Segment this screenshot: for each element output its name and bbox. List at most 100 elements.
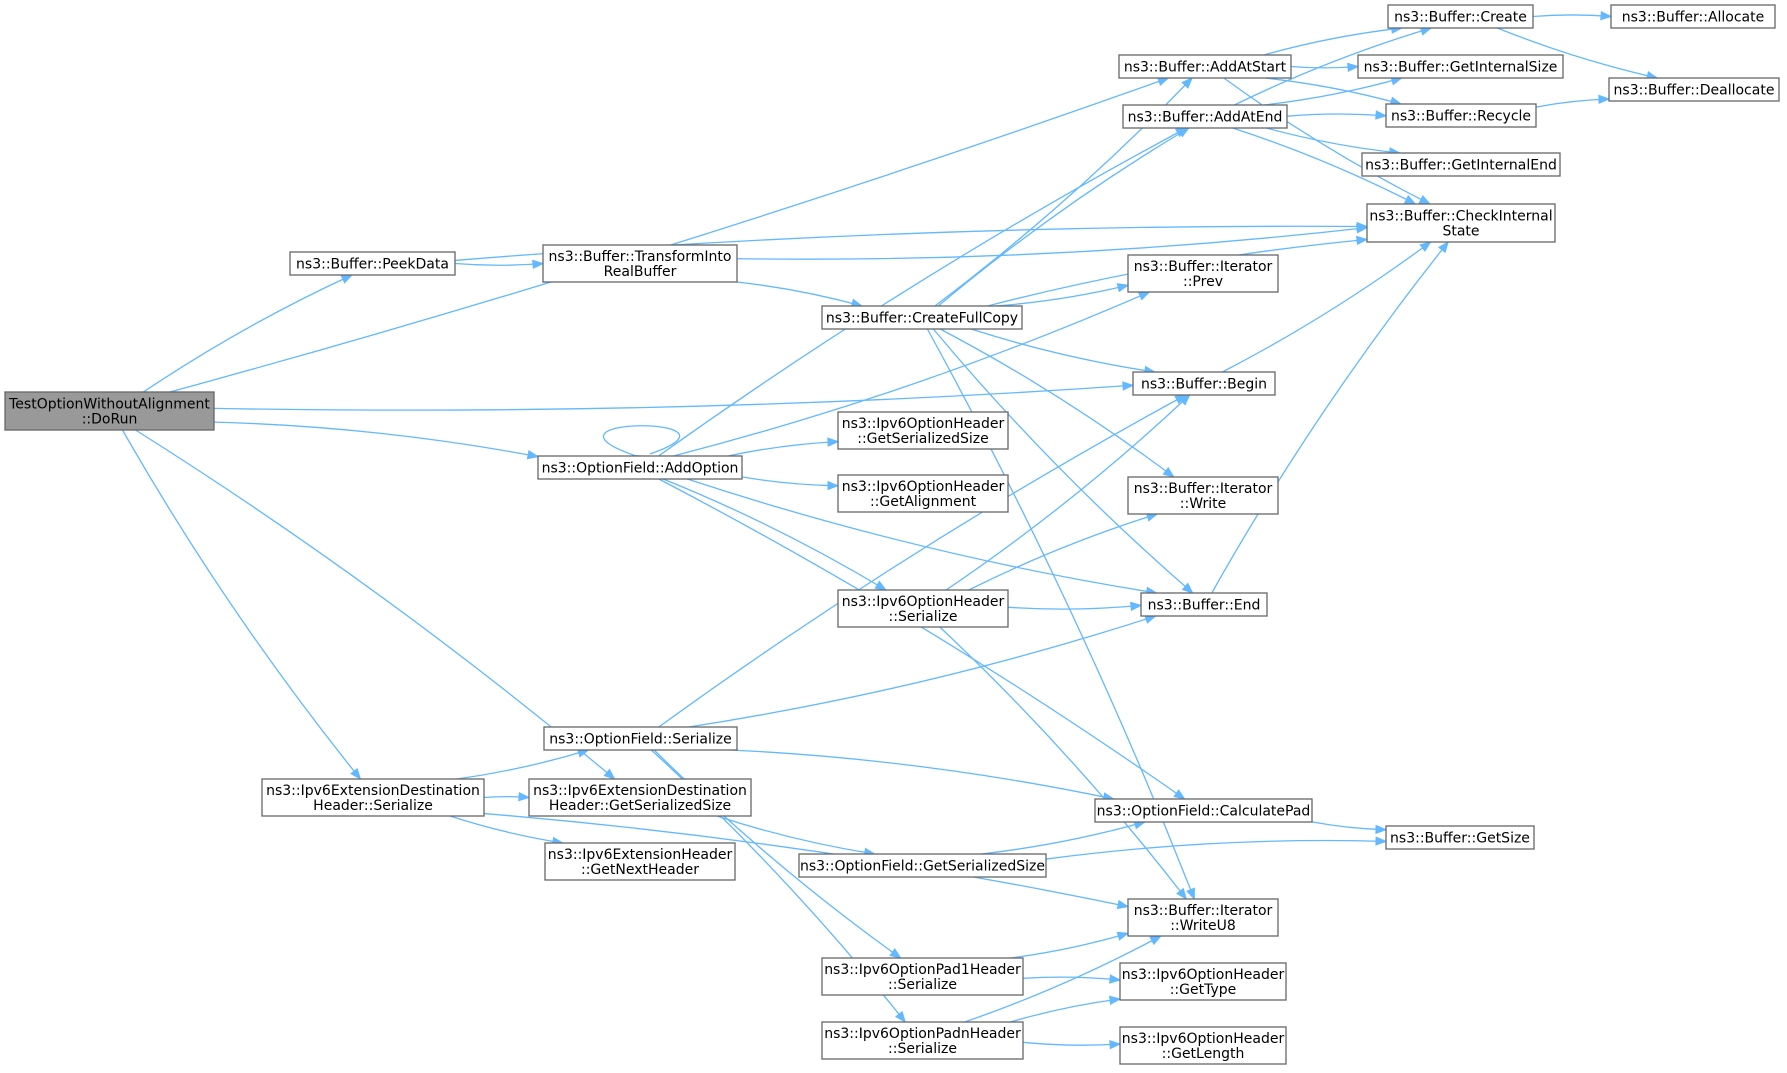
edge-addoption-to-oh_align-arrowhead <box>827 480 840 491</box>
edge-addatend-to-getinternalsize <box>1263 77 1402 106</box>
node-box-dorun[interactable] <box>4 391 215 431</box>
node-addatstart[interactable]: ns3::Buffer::AddAtStart <box>1118 54 1292 79</box>
edge-addatend-to-recycle <box>1286 113 1387 117</box>
node-box-addatend[interactable] <box>1122 104 1288 129</box>
node-box-of_ser[interactable] <box>543 726 738 751</box>
node-label-getlength-line2: ::GetLength <box>1162 1046 1245 1062</box>
node-label-dorun-line2: ::DoRun <box>82 412 138 428</box>
edge-extdest_ser-to-writeu8 <box>483 812 1129 908</box>
edge-dorun-to-extdest_ser <box>121 429 361 780</box>
node-label-of_ser: ns3::OptionField::Serialize <box>549 732 731 748</box>
node-box-gettype[interactable] <box>1119 962 1287 1001</box>
node-label-getinternalend: ns3::Buffer::GetInternalEnd <box>1365 158 1557 174</box>
node-box-transform[interactable] <box>542 244 738 283</box>
edge-oh_ser-to-end <box>1007 604 1142 610</box>
edge-begin-to-checkinternal <box>1222 241 1431 373</box>
node-box-oh_ser[interactable] <box>837 589 1009 628</box>
node-begin[interactable]: ns3::Buffer::Begin <box>1132 371 1276 396</box>
edge-recycle-to-deallocate-arrowhead <box>1598 94 1611 105</box>
node-box-pad1[interactable] <box>821 957 1024 996</box>
node-oh_ser[interactable]: ns3::Ipv6OptionHeader::Serialize <box>837 589 1009 628</box>
node-box-getlength[interactable] <box>1119 1026 1287 1065</box>
edge-addoption-to-itprev <box>673 291 1150 457</box>
node-box-itwrite[interactable] <box>1127 476 1279 515</box>
node-box-oh_size[interactable] <box>837 411 1009 450</box>
node-calcpad[interactable]: ns3::OptionField::CalculatePad <box>1094 798 1313 823</box>
node-box-createfull[interactable] <box>821 305 1023 330</box>
node-box-getinternalsize[interactable] <box>1357 54 1564 79</box>
edge-padn-to-gettype <box>1010 998 1121 1023</box>
node-box-allocate[interactable] <box>1610 4 1776 29</box>
node-getlength[interactable]: ns3::Ipv6OptionHeader::GetLength <box>1119 1026 1287 1065</box>
node-oh_align[interactable]: ns3::Ipv6OptionHeader::GetAlignment <box>837 474 1009 513</box>
node-extdest_ser[interactable]: ns3::Ipv6ExtensionDestinationHeader::Ser… <box>261 778 485 817</box>
node-box-extdest_size[interactable] <box>528 778 752 817</box>
node-oh_size[interactable]: ns3::Ipv6OptionHeader::GetSerializedSize <box>837 411 1009 450</box>
node-box-getsize[interactable] <box>1385 825 1535 850</box>
node-box-recycle[interactable] <box>1385 103 1537 128</box>
edge-addatend-to-getinternalend <box>1266 127 1400 154</box>
node-itwrite[interactable]: ns3::Buffer::Iterator::Write <box>1127 476 1279 515</box>
node-box-peekdata[interactable] <box>289 251 456 276</box>
node-box-checkinternal[interactable] <box>1366 203 1556 243</box>
node-addatend[interactable]: ns3::Buffer::AddAtEnd <box>1122 104 1288 129</box>
edge-oh_ser-to-writeu8-arrowhead <box>1176 887 1188 901</box>
edge-createfull-to-itprev <box>995 284 1129 307</box>
node-box-ext_next[interactable] <box>544 842 736 881</box>
node-box-padn[interactable] <box>821 1021 1024 1060</box>
edge-padn-to-gettype-arrowhead <box>1108 995 1122 1005</box>
node-box-begin[interactable] <box>1132 371 1276 396</box>
node-extdest_size[interactable]: ns3::Ipv6ExtensionDestinationHeader::Get… <box>528 778 752 817</box>
node-box-writeu8[interactable] <box>1127 898 1279 937</box>
node-getinternalsize[interactable]: ns3::Buffer::GetInternalSize <box>1357 54 1564 79</box>
node-label-oh_ser-line1: ns3::Ipv6OptionHeader <box>842 594 1005 610</box>
edge-addatstart-to-recycle <box>1265 77 1402 105</box>
node-getinternalend[interactable]: ns3::Buffer::GetInternalEnd <box>1361 152 1561 177</box>
node-deallocate[interactable]: ns3::Buffer::Deallocate <box>1608 77 1780 102</box>
node-box-create[interactable] <box>1387 4 1534 29</box>
edge-peekdata-to-transform-arrowhead <box>532 259 545 270</box>
node-label-pad1-line2: ::Serialize <box>888 977 957 993</box>
edge-createfull-to-itwrite-arrowhead <box>1162 466 1175 478</box>
node-box-extdest_ser[interactable] <box>261 778 485 817</box>
node-label-begin: ns3::Buffer::Begin <box>1141 377 1267 393</box>
node-dorun[interactable]: TestOptionWithoutAlignment::DoRun <box>4 391 215 431</box>
node-addoption[interactable]: ns3::OptionField::AddOption <box>537 455 743 480</box>
node-padn[interactable]: ns3::Ipv6OptionPadnHeader::Serialize <box>821 1021 1024 1060</box>
node-end[interactable]: ns3::Buffer::End <box>1140 592 1268 617</box>
node-itprev[interactable]: ns3::Buffer::Iterator::Prev <box>1127 254 1279 293</box>
node-box-calcpad[interactable] <box>1094 798 1313 823</box>
node-getsize[interactable]: ns3::Buffer::GetSize <box>1385 825 1535 850</box>
node-createfull[interactable]: ns3::Buffer::CreateFullCopy <box>821 305 1023 330</box>
edge-pad1-to-writeu8 <box>1010 932 1129 959</box>
edge-end-to-checkinternal-arrowhead <box>1437 240 1450 254</box>
node-box-oh_align[interactable] <box>837 474 1009 513</box>
node-create[interactable]: ns3::Buffer::Create <box>1387 4 1534 29</box>
node-pad1[interactable]: ns3::Ipv6OptionPad1Header::Serialize <box>821 957 1024 996</box>
node-box-addoption[interactable] <box>537 455 743 480</box>
node-of_size[interactable]: ns3::OptionField::GetSerializedSize <box>798 853 1047 878</box>
node-label-extdest_size-line2: Header::GetSerializedSize <box>549 798 731 814</box>
node-box-addatstart[interactable] <box>1118 54 1292 79</box>
node-box-of_size[interactable] <box>798 853 1047 878</box>
node-box-itprev[interactable] <box>1127 254 1279 293</box>
node-label-gettype-line1: ns3::Ipv6OptionHeader <box>1122 967 1285 983</box>
node-ext_next[interactable]: ns3::Ipv6ExtensionHeader::GetNextHeader <box>544 842 736 881</box>
node-writeu8[interactable]: ns3::Buffer::Iterator::WriteU8 <box>1127 898 1279 937</box>
node-allocate[interactable]: ns3::Buffer::Allocate <box>1610 4 1776 29</box>
node-box-deallocate[interactable] <box>1608 77 1780 102</box>
edge-oh_ser-to-writeu8 <box>939 626 1187 900</box>
node-recycle[interactable]: ns3::Buffer::Recycle <box>1385 103 1537 128</box>
node-box-end[interactable] <box>1140 592 1268 617</box>
edge-oh_ser-to-end-arrowhead <box>1130 601 1143 612</box>
node-label-itprev-line2: ::Prev <box>1183 274 1223 290</box>
edge-extdest_ser-to-writeu8-arrowhead <box>1116 899 1130 910</box>
node-box-getinternalend[interactable] <box>1361 152 1561 177</box>
edge-dorun-to-addoption <box>213 421 539 458</box>
node-peekdata[interactable]: ns3::Buffer::PeekData <box>289 251 456 276</box>
node-gettype[interactable]: ns3::Ipv6OptionHeader::GetType <box>1119 962 1287 1001</box>
node-of_ser[interactable]: ns3::OptionField::Serialize <box>543 726 738 751</box>
